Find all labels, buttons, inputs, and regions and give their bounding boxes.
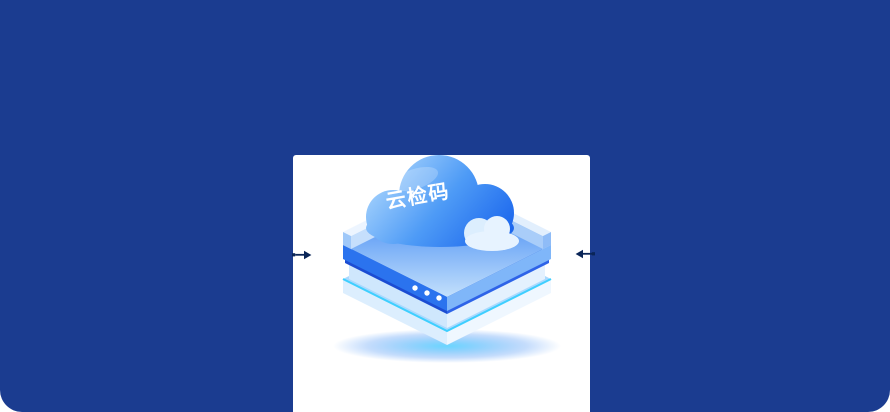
- arrow-tail-dot: [292, 253, 296, 257]
- middle-slab-right-face: [447, 265, 545, 328]
- cloud-platform-illustration: 云检码: [333, 155, 561, 363]
- base-glow: [333, 329, 561, 363]
- cyan-edge-line: [342, 278, 552, 333]
- middle-slab-left-face: [349, 265, 447, 328]
- flow-arrow-right-icon: [292, 250, 312, 260]
- cloud-small-base: [465, 231, 519, 251]
- arrow-tail-dot: [591, 252, 595, 256]
- flow-arrow-left-icon: [575, 249, 595, 259]
- arrow-head: [304, 250, 312, 260]
- arrow-line: [583, 252, 592, 255]
- bottom-slab-left-face: [343, 279, 447, 345]
- status-dot: [412, 285, 418, 291]
- arrow-head: [575, 249, 583, 259]
- status-dot: [436, 295, 442, 301]
- bottom-slab-right-face: [447, 279, 551, 345]
- cloud-highlight: [391, 166, 439, 192]
- arrow-shape: [292, 250, 312, 260]
- arrow-shape: [575, 249, 595, 259]
- center-node-card: 云检码: [293, 155, 590, 412]
- platform-right-face: [447, 245, 551, 311]
- wall-right-end-cap: [543, 232, 551, 249]
- cloud-small-icon: [464, 216, 519, 251]
- status-dot: [424, 290, 430, 296]
- platform-left-face: [343, 245, 447, 311]
- wall-left-end-cap: [343, 232, 351, 249]
- status-dots: [412, 285, 442, 301]
- arrow-line: [295, 253, 305, 256]
